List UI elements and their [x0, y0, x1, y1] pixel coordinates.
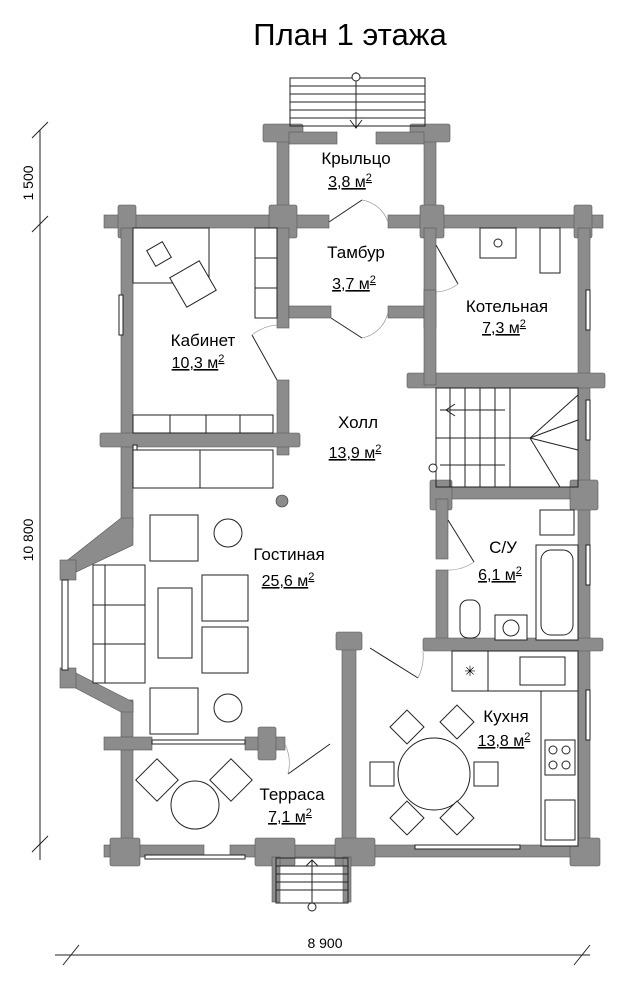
- svg-text:3,8 м2: 3,8 м2: [328, 172, 372, 191]
- area-superscript: 2: [524, 731, 530, 743]
- porch-steps-bottom: [275, 857, 349, 912]
- room-area: 25,6 м: [262, 573, 309, 590]
- room-area: 3,7 м: [332, 276, 370, 293]
- room-su: С/У 6,1 м2: [478, 538, 522, 584]
- svg-text:6,1 м2: 6,1 м2: [478, 565, 522, 584]
- room-area: 13,8 м: [478, 733, 525, 750]
- area-superscript: 2: [375, 443, 381, 455]
- svg-text:13,9 м2: 13,9 м2: [329, 443, 382, 462]
- room-kabinet: Кабинет 10,3 м2: [171, 331, 236, 372]
- dim-bottom: 8 900: [307, 935, 342, 951]
- area-superscript: 2: [306, 807, 312, 819]
- room-name: Кабинет: [171, 331, 236, 350]
- room-holl: Холл 13,9 м2: [329, 413, 382, 462]
- room-name: Гостиная: [253, 545, 324, 564]
- interior-stairs: [428, 387, 579, 488]
- room-name: Кухня: [483, 707, 529, 726]
- room-area: 7,3 м: [482, 320, 520, 337]
- area-superscript: 2: [520, 318, 526, 330]
- dim-left-upper: 1 500: [20, 165, 36, 200]
- bathroom-fixtures: [459, 509, 579, 641]
- area-superscript: 2: [218, 353, 224, 365]
- kotelnaya-equipment: [479, 227, 561, 274]
- room-name: Терраса: [259, 785, 325, 804]
- room-area: 7,1 м: [268, 809, 306, 826]
- room-tambur: Тамбур 3,7 м2: [327, 243, 385, 293]
- cabinet-furniture: [132, 227, 278, 434]
- porch-steps-top: [289, 72, 426, 129]
- doors: [251, 199, 475, 775]
- svg-text:3,7 м2: 3,7 м2: [332, 274, 376, 293]
- room-name: Крыльцо: [321, 149, 390, 168]
- room-krylco: Крыльцо 3,8 м2: [321, 149, 390, 191]
- svg-text:✳: ✳: [464, 663, 476, 679]
- room-area: 6,1 м: [478, 567, 516, 584]
- svg-text:10,3 м2: 10,3 м2: [172, 353, 225, 372]
- room-area: 10,3 м: [172, 355, 219, 372]
- room-name: Холл: [338, 413, 378, 432]
- svg-text:7,3 м2: 7,3 м2: [482, 318, 526, 337]
- svg-text:25,6 м2: 25,6 м2: [262, 571, 315, 590]
- room-kuhnya: Кухня 13,8 м2: [478, 707, 531, 750]
- dimension-lines: [31, 121, 591, 966]
- room-name: Тамбур: [327, 243, 385, 262]
- dim-left-main: 10 800: [20, 518, 36, 561]
- kitchen-furniture: ✳: [369, 650, 579, 847]
- room-terrasa: Терраса 7,1 м2: [259, 785, 325, 826]
- plan-title: План 1 этажа: [253, 17, 447, 52]
- room-name: С/У: [489, 538, 517, 557]
- room-gostinaya: Гостиная 25,6 м2: [253, 545, 324, 590]
- area-superscript: 2: [516, 565, 522, 577]
- room-name: Котельная: [466, 297, 548, 316]
- terrace-furniture: [135, 758, 253, 830]
- room-area: 13,9 м: [329, 445, 376, 462]
- room-area: 3,8 м: [328, 174, 366, 191]
- area-superscript: 2: [308, 571, 314, 583]
- area-superscript: 2: [366, 172, 372, 184]
- area-superscript: 2: [370, 274, 376, 286]
- svg-text:7,1 м2: 7,1 м2: [268, 807, 312, 826]
- windows: [61, 289, 591, 860]
- svg-text:13,8 м2: 13,8 м2: [478, 731, 531, 750]
- living-furniture: [92, 449, 289, 735]
- room-kotelnaya: Котельная 7,3 м2: [466, 297, 548, 337]
